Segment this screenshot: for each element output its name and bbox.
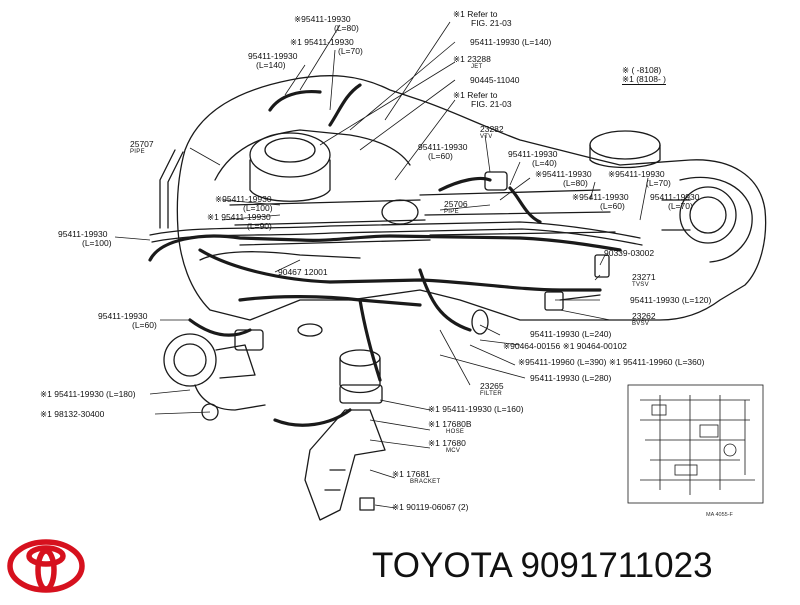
callout-95411-19930-L140-b: 95411-19930 (L=140) [470,37,552,47]
callout-95411-19930-L100-b: 95411-19930(L=100) [58,229,112,248]
callout-95411-19930-L60-a: 95411-19930(L=60) [418,142,468,161]
hose-main [148,234,622,262]
callout-95411-19930-L70-c: 95411-19930(L=70) [650,192,700,211]
hose-5 [328,83,362,127]
hose-6 [438,176,492,192]
brand-name: TOYOTA [372,546,511,585]
callout-95411-19930-L80-b: ※95411-19930(L=80) [535,169,592,188]
callout-95411-19930-L60-b: ※95411-19930(L=60) [572,192,629,211]
callout-98132-30400: ※1 98132-30400 [40,409,105,419]
hose-4 [268,89,322,112]
callout-95411-19930-L90: ※1 95411-19930(L=90) [207,212,272,231]
callout-95411-19930-L280: 95411-19930 (L=280) [530,373,612,383]
callout-95411-19930-L70: ※1 95411-19930(L=70) [290,37,363,56]
hose-8 [188,318,252,337]
callout-95411-19930-L160: ※1 95411-19930 (L=160) [428,404,524,414]
callout-95411-19960: ※95411-19960 (L=390) ※1 95411-19960 (L=3… [518,357,705,367]
hose-11 [418,268,472,332]
egr-valve [163,333,217,387]
callout-95411-19930-L70-b: ※95411-19930(L=70) [608,169,671,188]
bvsv [544,291,564,311]
serial-range-note: ※ ( -8108)※1 (8108- ) [622,65,666,85]
brand-caption: TOYOTA 9091711023 [372,546,713,586]
callout-90119-06067: ※1 90119-06067 (2) [392,502,469,512]
hose-9 [273,408,352,427]
vtv-valve [484,171,508,191]
toyota-logo-icon [7,539,85,593]
callout-95411-19930-L120: 95411-19930 (L=120) [630,295,712,305]
hose-2 [198,248,602,292]
air-cleaner [589,130,661,160]
callout-95411-19930-L40: 95411-19930(L=40) [508,149,558,168]
callout-95411-19930-L180: ※1 95411-19930 (L=180) [40,389,136,399]
hose-7 [508,186,542,224]
part-number: 9091711023 [520,546,713,585]
callout-95411-19930-L100: ※95411-19930(L=100) [215,194,273,213]
hose-10 [358,298,382,382]
callout-95411-19930-L60-c: 95411-19930(L=60) [98,311,157,330]
hose-3 [238,295,422,307]
callout-95411-19930-L240: 95411-19930 (L=240) [530,329,612,339]
carburetor [249,132,331,178]
inset-schematic [627,384,764,504]
callout-90339-03002: 90339-03002 [604,248,655,258]
callout-90445-11040: 90445-11040 [470,75,520,85]
bracket-17681 [304,409,386,521]
callout-90464-clamps: ※90464-00156 ※1 90464-00102 [503,341,627,351]
engine-outline [176,75,767,321]
tvsv [594,254,610,278]
callout-95411-19930-L80: ※95411-19930(L=80) [294,14,359,33]
callout-90467-12001: 90467 12001 [278,267,328,277]
drawing-code: MA 4055-F [706,512,733,518]
callout-95411-19930-L140: 95411-19930(L=140) [248,51,298,70]
